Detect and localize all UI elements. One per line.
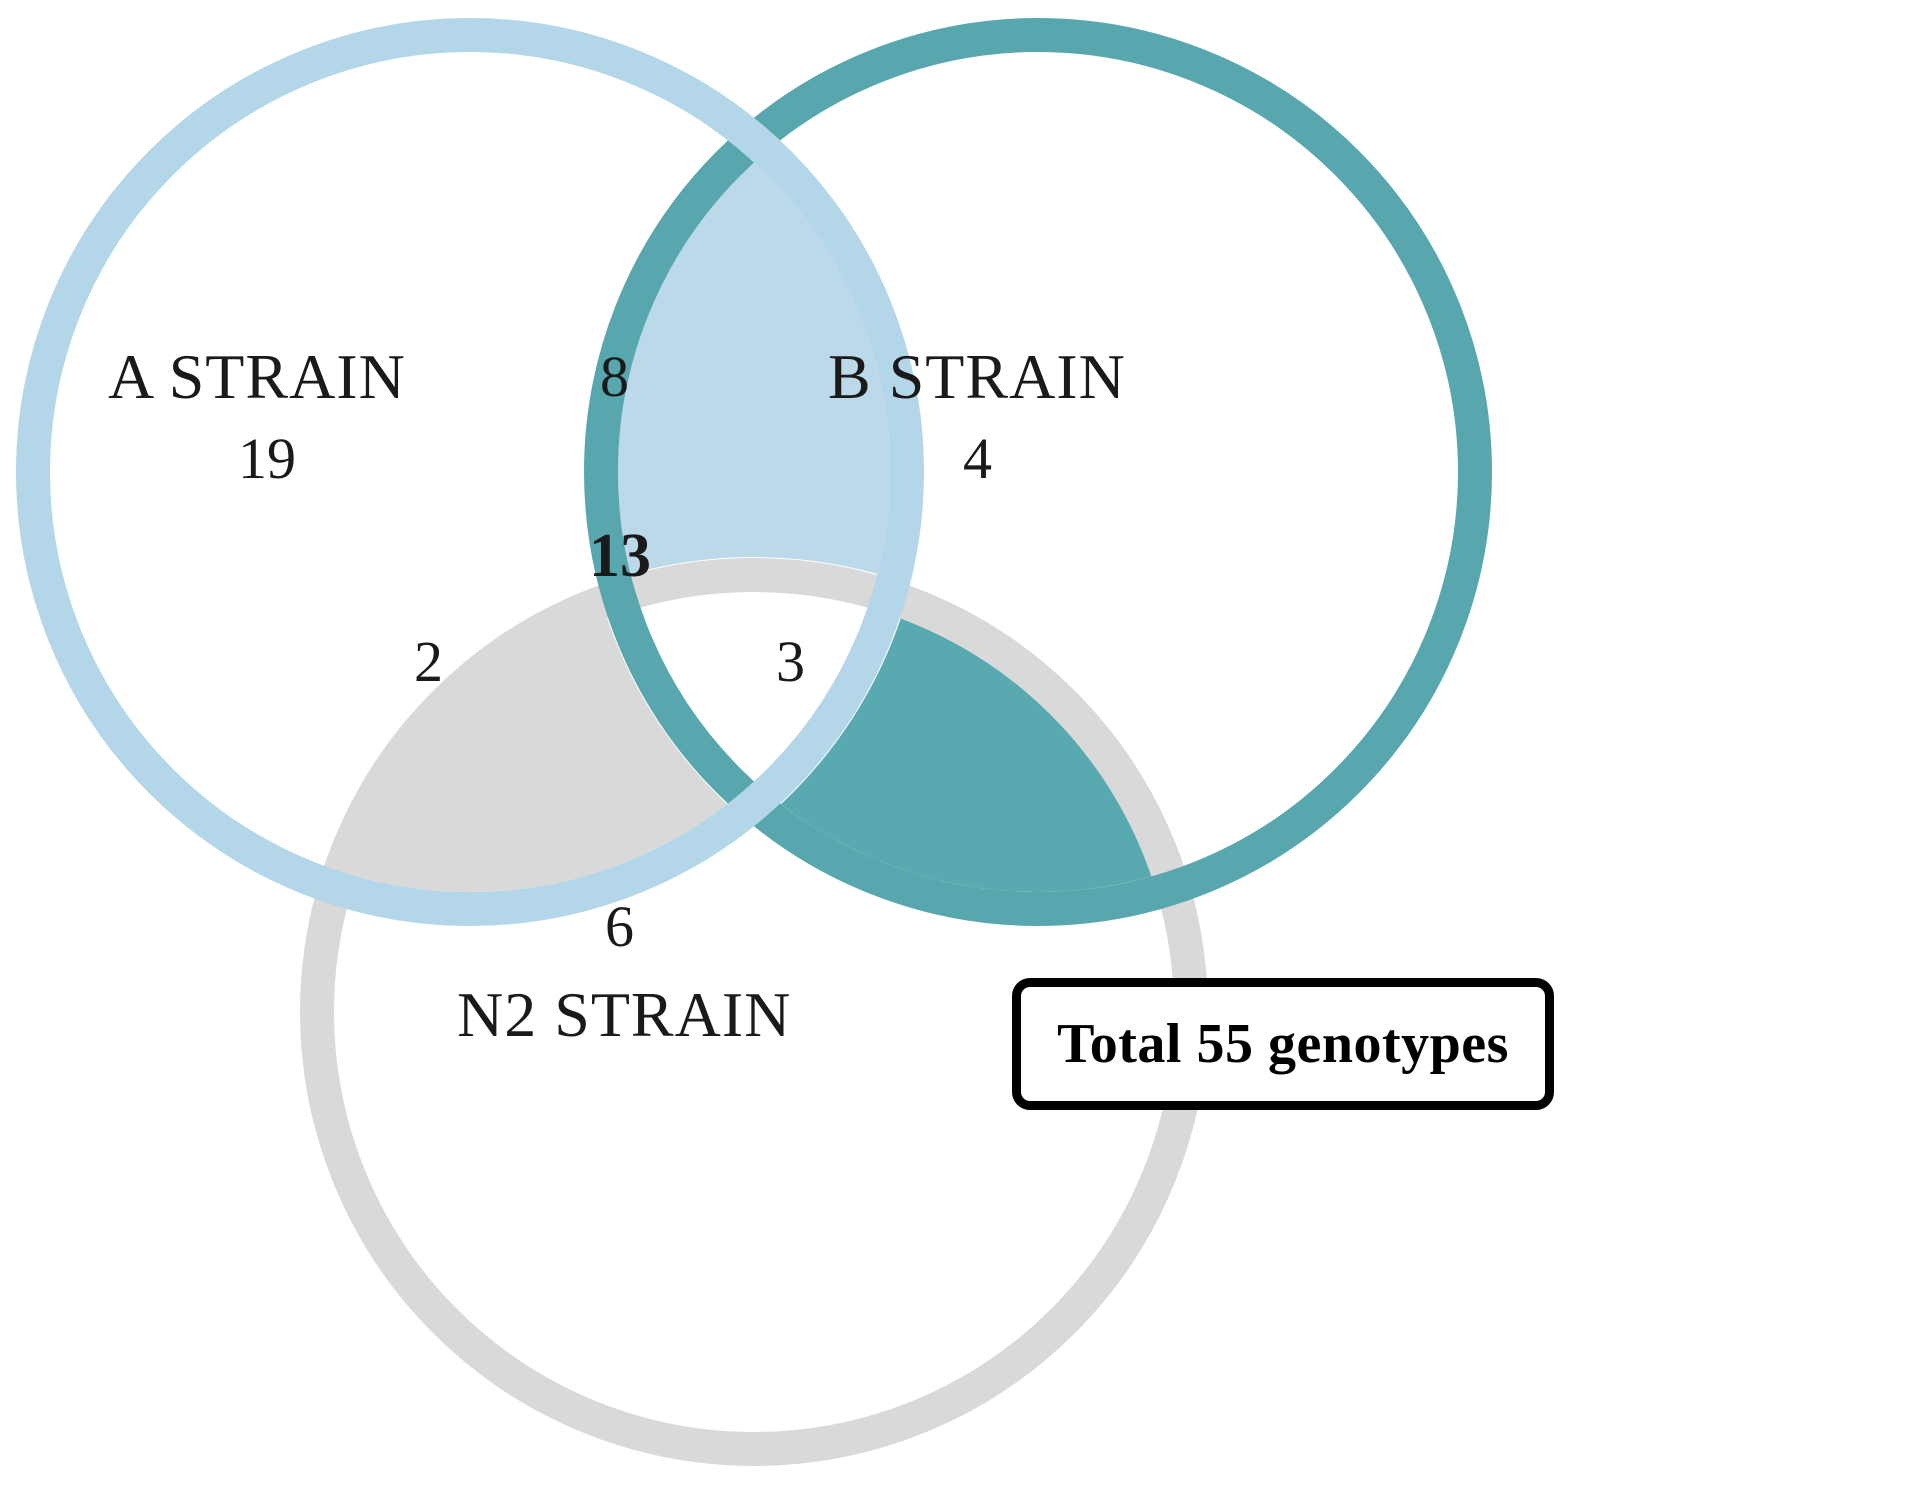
total-legend-label: Total 55 genotypes xyxy=(1057,1013,1509,1075)
circle-a-strain xyxy=(16,18,924,926)
set-count-a-strain: 19 xyxy=(238,426,296,491)
set-label-a-strain: A STRAIN xyxy=(108,341,406,412)
set-label-n2-strain: N2 STRAIN xyxy=(457,979,792,1050)
intersection-count-a-n2: 2 xyxy=(414,629,443,694)
circle-b-strain xyxy=(584,18,1492,926)
intersection-count-a-b: 8 xyxy=(600,344,629,409)
total-legend-box: Total 55 genotypes xyxy=(1012,978,1554,1110)
set-count-n2-strain: 6 xyxy=(605,894,634,959)
set-count-b-strain: 4 xyxy=(963,426,992,491)
intersection-count-a-b-n2: 13 xyxy=(589,522,651,590)
intersection-count-b-n2: 3 xyxy=(776,629,805,694)
set-label-b-strain: B STRAIN xyxy=(828,341,1126,412)
